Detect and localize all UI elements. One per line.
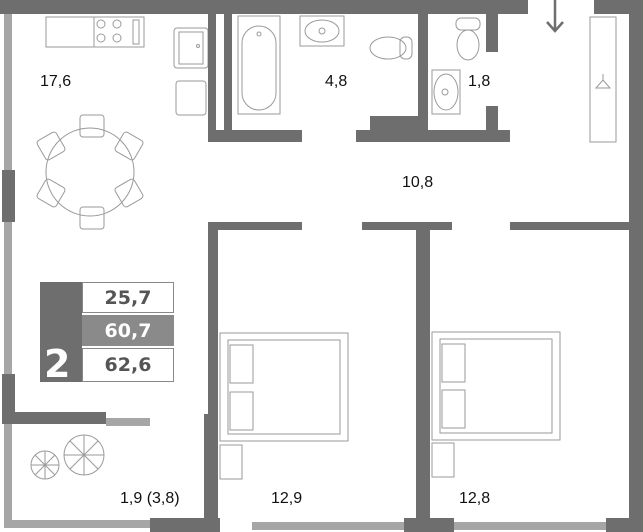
bed-icon [431, 331, 561, 478]
wall [2, 412, 106, 424]
toilet-icon [369, 36, 413, 60]
wall [416, 222, 430, 532]
area-summary: 2 25,7 60,7 62,6 [40, 282, 176, 386]
fridge-icon [175, 80, 207, 116]
area-bathroom: 4,8 [325, 73, 348, 90]
balcony-rail [4, 424, 12, 524]
room-count: 2 [44, 342, 71, 386]
bathtub-icon [237, 15, 281, 115]
plant-icon [30, 434, 105, 480]
wall [510, 222, 635, 230]
area-bedroom-2: 12,8 [459, 490, 491, 507]
washbasin-icon [299, 15, 345, 47]
area-hallway: 10,8 [402, 174, 434, 191]
wall [150, 518, 220, 532]
area-kitchen: 17,6 [40, 73, 72, 90]
wall [0, 0, 210, 14]
wall [418, 14, 428, 142]
room-count-badge: 2 [40, 282, 82, 386]
wall [486, 106, 498, 142]
bed-icon [219, 332, 349, 480]
wall [362, 222, 452, 230]
area-bedroom-1: 12,9 [271, 490, 303, 507]
living-area: 25,7 [82, 282, 174, 313]
window [4, 222, 12, 374]
wall [208, 222, 302, 230]
wardrobe-icon [589, 16, 617, 143]
wall [606, 518, 643, 532]
wc-toilet-icon [455, 17, 481, 61]
wall [224, 14, 232, 130]
wall [204, 414, 218, 532]
total-area: 60,7 [82, 315, 174, 346]
wall [404, 518, 454, 532]
sink-icon [173, 27, 209, 69]
balcony-rail [4, 520, 154, 528]
wc-sink-icon [431, 69, 461, 115]
wall [2, 374, 15, 424]
arrow-down-icon [546, 0, 564, 33]
wall [210, 0, 528, 14]
window [252, 522, 404, 530]
dining-table-icon [36, 114, 144, 230]
wall [356, 130, 510, 142]
area-wc: 1,8 [468, 73, 491, 90]
wall [208, 14, 216, 142]
area-balcony: 1,9 (3,8) [120, 490, 180, 507]
wall [210, 130, 302, 142]
wall [486, 14, 498, 52]
balcony-rail [106, 418, 150, 426]
kitchen-counter-icon [45, 16, 145, 48]
wall [370, 116, 420, 130]
wall [208, 222, 218, 418]
total-area-with-balcony: 62,6 [82, 348, 174, 382]
wall [2, 170, 15, 222]
window [4, 14, 12, 174]
wall [629, 0, 643, 532]
window [454, 522, 606, 530]
